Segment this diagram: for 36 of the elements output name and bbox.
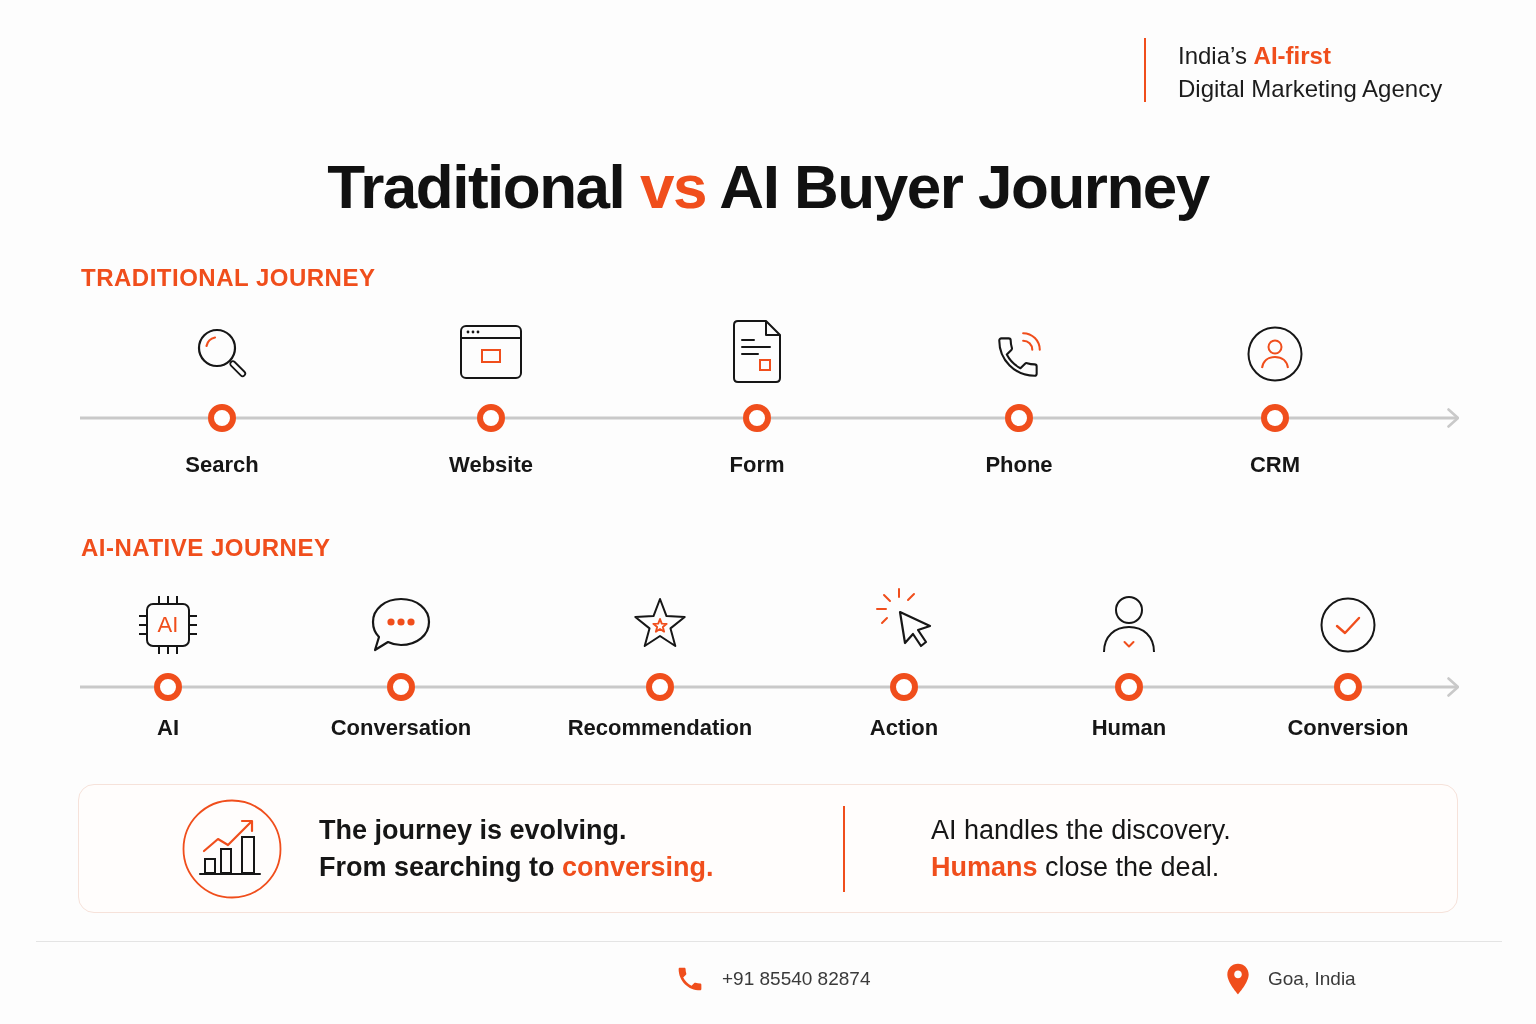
- connector-line: [80, 416, 208, 420]
- step-label: Action: [869, 714, 939, 742]
- connector-line: [415, 685, 646, 689]
- arrow: [1362, 677, 1460, 697]
- step-label: AI: [157, 714, 179, 742]
- chip-label: AI: [157, 613, 179, 637]
- step-label: Search: [185, 451, 259, 479]
- connector-line: [918, 685, 1115, 689]
- step-label: CRM: [1249, 451, 1301, 479]
- ai-chip: [137, 594, 199, 656]
- section-heading: TRADITIONAL JOURNEY: [81, 263, 376, 293]
- tagline-text: Digital Marketing Agency: [1178, 74, 1443, 104]
- connector-line: [674, 685, 890, 689]
- connector-line: [236, 416, 477, 420]
- summary-text: AI handles the discovery. Humans close the deal.: [931, 814, 1231, 884]
- phone-number: +91 85540 82874: [722, 967, 871, 991]
- connector-line: [182, 685, 387, 689]
- section-heading: AI-NATIVE JOURNEY: [81, 533, 331, 563]
- summary-text: The journey is evolving. From searching to conversing.: [319, 814, 714, 884]
- step-label: Conversion: [1287, 714, 1409, 742]
- step-label: Conversation: [330, 714, 472, 742]
- connector-line: [1033, 416, 1261, 420]
- title: Traditional vs AI Buyer Journey: [327, 151, 1209, 223]
- connector-line: [80, 685, 154, 689]
- arrow: [1289, 408, 1460, 428]
- connector-line: [771, 416, 1005, 420]
- tagline-text: India’s AI-first: [1178, 41, 1331, 71]
- step-label: Phone: [985, 451, 1053, 479]
- connector-line: [1143, 685, 1334, 689]
- location-text: Goa, India: [1268, 967, 1356, 991]
- connector-line: [505, 416, 743, 420]
- step-label: Recommendation: [567, 714, 753, 742]
- step-label: Human: [1091, 714, 1167, 742]
- step-label: Form: [729, 451, 785, 479]
- step-label: Website: [449, 451, 533, 479]
- summary-card: [78, 784, 1458, 913]
